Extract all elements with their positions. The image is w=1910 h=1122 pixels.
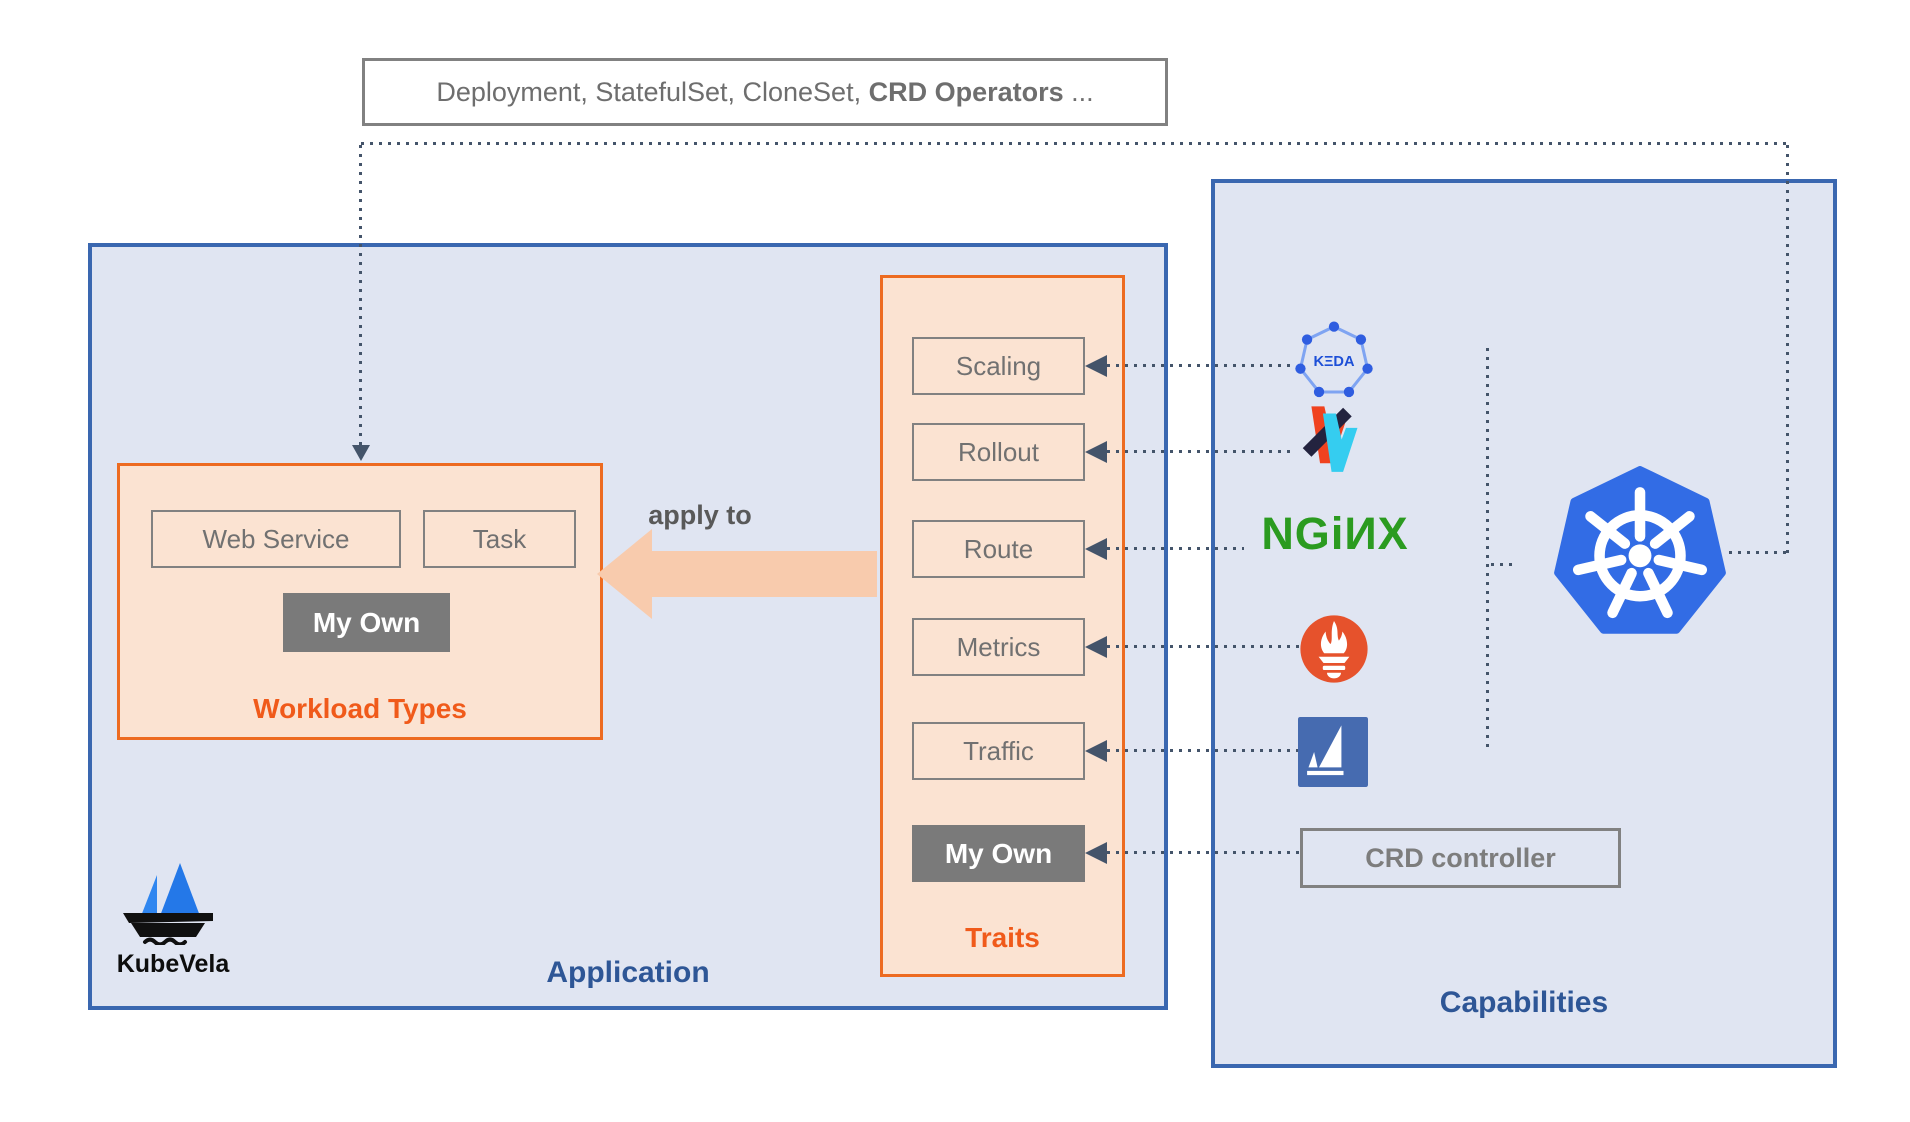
crd-controller-box: CRD controller: [1300, 828, 1621, 888]
application-label: Application: [546, 956, 710, 989]
workload-kinds-box: Deployment, StatefulSet, CloneSet, CRD O…: [362, 58, 1168, 126]
arrowhead-route: [1085, 538, 1107, 560]
apply-to-arrow-head: [597, 529, 652, 619]
apply-to-arrow-body: [650, 551, 877, 597]
workload-kinds-text: Deployment, StatefulSet, CloneSet,: [436, 76, 869, 107]
top-connector-horizontal: [361, 142, 1788, 145]
workload-my-own: My Own: [283, 593, 450, 652]
workload-kinds-text-suffix: ...: [1063, 76, 1094, 107]
flagger-logo: [1302, 406, 1358, 472]
arrowhead-traffic: [1085, 740, 1107, 762]
trait-rollout: Rollout: [912, 423, 1085, 481]
prometheus-logo: [1300, 615, 1368, 683]
kubernetes-connector-stub: [1729, 551, 1787, 554]
trait-route-label: Route: [963, 533, 1034, 564]
trait-rollout-label: Rollout: [958, 436, 1039, 467]
trait-scaling: Scaling: [912, 337, 1085, 395]
workload-types-label: Workload Types: [253, 693, 467, 724]
traits-label: Traits: [965, 922, 1040, 953]
connector-nginx-route: [1107, 547, 1244, 550]
trait-my-own: My Own: [912, 825, 1085, 882]
arrowhead-into-workloads: [352, 445, 370, 461]
workload-web-service: Web Service: [151, 510, 401, 568]
trait-my-own-label: My Own: [944, 837, 1053, 869]
workload-kinds-text-bold: CRD Operators: [868, 76, 1064, 107]
traits-box: Scaling Rollout Route Metrics Traffic My…: [880, 275, 1125, 977]
arrowhead-my-own-trait: [1085, 842, 1107, 864]
crd-controller-label: CRD controller: [1365, 842, 1556, 873]
kubevela-wordmark: KubeVela: [116, 950, 230, 978]
connector-keda-scaling: [1107, 364, 1293, 367]
capabilities-bracket-line: [1486, 348, 1489, 752]
trait-traffic: Traffic: [912, 722, 1085, 780]
top-connector-to-kubernetes: [1786, 145, 1789, 553]
connector-flagger-rollout: [1107, 450, 1293, 453]
istio-logo: [1298, 717, 1368, 787]
trait-scaling-label: Scaling: [955, 350, 1042, 381]
connector-istio-traffic: [1107, 749, 1298, 752]
top-connector-to-workloads: [359, 145, 362, 445]
kubevela-logo: [123, 863, 213, 945]
workload-web-service-label: Web Service: [202, 523, 350, 554]
workload-my-own-label: My Own: [312, 606, 421, 638]
keda-logo: KΞDA: [1295, 321, 1373, 398]
nginx-logo: NGiИX: [1261, 508, 1409, 559]
workload-task: Task: [423, 510, 576, 568]
workload-task-label: Task: [472, 523, 527, 554]
workload-types-box: Web Service Task My Own Workload Types: [117, 463, 603, 740]
keda-logo-text: KΞDA: [1313, 354, 1355, 370]
bracket-to-kubernetes-stub: [1491, 563, 1513, 566]
connector-prometheus-metrics: [1107, 645, 1299, 648]
capabilities-label: Capabilities: [1439, 986, 1609, 1019]
arrowhead-scaling: [1085, 355, 1107, 377]
arrowhead-metrics: [1085, 636, 1107, 658]
kubernetes-logo: [1554, 466, 1726, 634]
trait-metrics-label: Metrics: [956, 631, 1041, 662]
trait-traffic-label: Traffic: [963, 735, 1034, 766]
connector-crd-my-own: [1107, 851, 1300, 854]
trait-route: Route: [912, 520, 1085, 578]
arrowhead-rollout: [1085, 441, 1107, 463]
trait-metrics: Metrics: [912, 618, 1085, 676]
apply-to-label: apply to: [648, 500, 752, 530]
